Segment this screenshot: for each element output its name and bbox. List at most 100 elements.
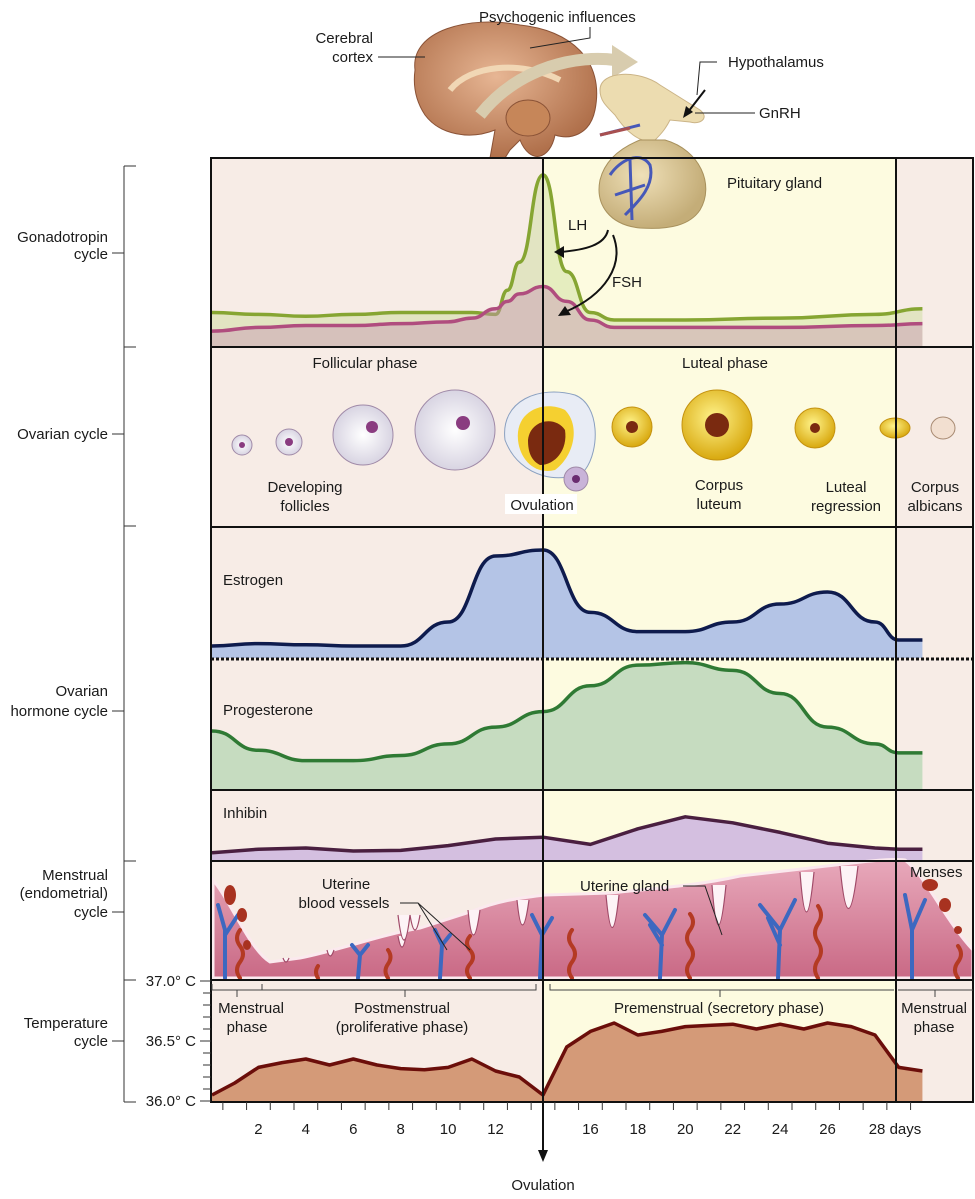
lh-label: LH	[568, 217, 587, 234]
inhibin-line	[211, 815, 923, 855]
gonadotropin-label-2: cycle	[74, 246, 108, 263]
corpus-luteum-label-1: Corpus	[695, 477, 743, 494]
menstrual-phase-1-label-2: phase	[227, 1019, 268, 1036]
uterine-gland	[409, 914, 421, 931]
luteal-regression-label-1: Luteal	[826, 479, 867, 496]
fsh-arrow	[564, 234, 618, 313]
psychogenic-arrow	[475, 52, 616, 119]
ovarian-cycle-label: Ovarian cycle	[17, 426, 108, 443]
portal-vessels	[599, 123, 653, 221]
luteal-regression-label-2: regression	[811, 498, 881, 515]
hypothalamus-leader	[696, 61, 717, 96]
temperature-chart	[211, 1021, 923, 1101]
menstrual-cycle-label-2: (endometrial)	[20, 885, 108, 902]
follicle-2	[275, 428, 303, 456]
artery	[567, 928, 577, 980]
gnrh-arrow	[687, 89, 706, 113]
follicle-1	[231, 434, 253, 456]
x-tick-label: 28 days	[869, 1121, 922, 1138]
x-tick-label: 16	[582, 1121, 599, 1138]
blood-drop	[224, 885, 236, 905]
x-tick-label: 10	[440, 1121, 457, 1138]
lh-arrow	[559, 229, 609, 253]
uterine-gland	[467, 909, 481, 936]
ovarian-illustrations	[231, 389, 956, 492]
pituitary-label: Pituitary gland	[727, 175, 822, 192]
blood-drop	[922, 879, 938, 891]
vein	[643, 908, 677, 980]
uterine-gland	[397, 914, 411, 941]
developing-follicles-label-1: Developing	[267, 479, 342, 496]
uterine-gland	[326, 949, 335, 957]
cerebral-cortex-label-2: cortex	[332, 49, 373, 66]
vein	[758, 898, 797, 980]
fsh-label: FSH	[612, 274, 642, 291]
bracket-follicular	[211, 984, 537, 991]
x-tick-label: 18	[630, 1121, 647, 1138]
menstrual-cycle-label-3: cycle	[74, 904, 108, 921]
vessels-leader	[400, 902, 471, 951]
vein	[350, 943, 370, 980]
hypothalamus-label: Hypothalamus	[728, 54, 824, 71]
premenstrual-label: Premenstrual (secretory phase)	[614, 1000, 824, 1017]
pituitary-gland	[598, 139, 707, 229]
uterine-blood-vessels	[216, 893, 963, 980]
x-tick-label: 8	[397, 1121, 405, 1138]
uterine-vessels-label-2: blood vessels	[299, 895, 390, 912]
hormone-chart	[211, 548, 923, 860]
ovulation-label-bg	[505, 494, 577, 514]
uterine-gland	[839, 865, 859, 909]
corpus-luteum-label-2: luteum	[696, 496, 741, 513]
estrogen-line	[211, 548, 923, 648]
psychogenic-label: Psychogenic influences	[479, 9, 636, 26]
labels: Cerebral cortex Psychogenic influences H…	[218, 9, 967, 1194]
corpus-albicans-body	[930, 416, 956, 440]
temp-37-label: 37.0° C	[146, 973, 196, 990]
fsh-arrowhead-icon	[558, 306, 571, 316]
frame	[210, 157, 974, 1150]
pituitary-illustration	[598, 73, 707, 229]
menstrual-phase-2-label-2: phase	[914, 1019, 955, 1036]
artery	[383, 948, 393, 980]
menses-blood	[224, 879, 962, 950]
cerebellum	[505, 99, 551, 137]
lh-line	[211, 173, 923, 322]
temperature-label-2: cycle	[74, 1033, 108, 1050]
bracket-luteal	[549, 984, 894, 991]
menstrual-phase-1-label-1: Menstrual	[218, 1000, 284, 1017]
vein	[216, 903, 240, 980]
artery	[314, 964, 320, 980]
artery	[465, 934, 475, 980]
blood-drop	[939, 898, 951, 912]
ovarian-hormone-label-1: Ovarian	[55, 683, 108, 700]
x-tick-label: 24	[772, 1121, 789, 1138]
ovulation-label: Ovulation	[510, 497, 573, 514]
postmenstrual-label-2: (proliferative phase)	[336, 1019, 469, 1036]
hypophyseal-artery	[599, 126, 631, 137]
side-labels: Gonadotropin cycle Ovarian cycle Ovarian…	[10, 229, 196, 1110]
gland-leader	[683, 885, 723, 936]
hypothalamus	[599, 73, 705, 142]
x-tick-label: 26	[819, 1121, 836, 1138]
cerebral-cortex-label-1: Cerebral	[315, 30, 373, 47]
artery	[235, 928, 245, 980]
vein	[903, 893, 927, 980]
psychogenic-leader	[529, 27, 591, 49]
x-tick-label: 12	[487, 1121, 504, 1138]
artery	[685, 912, 695, 980]
blood-drop	[954, 926, 962, 934]
corpus-luteum	[681, 389, 753, 461]
estrogen-label: Estrogen	[223, 572, 283, 589]
ovulating-follicle	[504, 391, 596, 492]
temp-36-label: 36.0° C	[146, 1093, 196, 1110]
menstrual-cycle-label-1: Menstrual	[42, 867, 108, 884]
follicle-4	[414, 389, 496, 471]
inhibin-area	[212, 816, 923, 860]
leader-lines	[378, 27, 755, 951]
phase-brackets	[211, 984, 973, 997]
menses-label: Menses	[910, 864, 963, 881]
luteal-phase-label: Luteal phase	[682, 355, 768, 372]
uterine-gland-label: Uterine gland	[580, 878, 669, 895]
corpus-albicans-label-1: Corpus	[911, 479, 959, 496]
